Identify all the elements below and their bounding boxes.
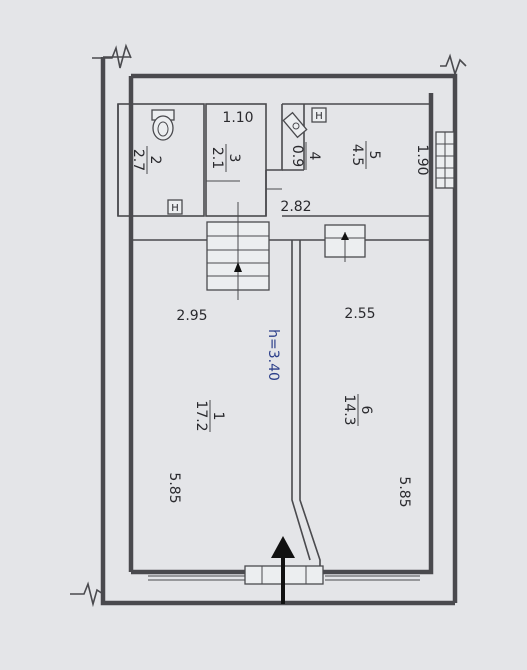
boiler-mark: H: [315, 111, 323, 122]
boiler-icon-right: H: [311, 107, 327, 123]
stairs-left: [206, 202, 270, 300]
room-label-5: 5 4.5: [349, 141, 382, 169]
room-area: 2.1: [209, 147, 225, 169]
room-label-3: 3 2.1: [209, 144, 242, 172]
stairs-side: [435, 131, 455, 189]
break-marks: [70, 43, 467, 608]
room-area: 0.9: [289, 145, 305, 167]
dim-right-hall-width: 2.55: [344, 306, 375, 322]
dim-left-hall-width: 2.95: [176, 308, 207, 324]
stairs-right: [324, 224, 366, 262]
service-room-walls: [117, 103, 432, 217]
sink-icon: [282, 111, 308, 139]
room-label-1: 1 17.2: [193, 400, 226, 432]
toilet-icon: [151, 109, 175, 141]
room-area: 17.2: [193, 400, 209, 431]
ceiling-height: h=3.40: [265, 329, 281, 381]
dim-wc-width: 1.10: [222, 110, 253, 126]
boiler-mark: H: [171, 203, 179, 214]
dim-right-hall-depth: 5.85: [396, 476, 412, 507]
room-number: 1: [210, 412, 226, 421]
room-label-4: 4 0.9: [289, 142, 322, 170]
room-number: 6: [358, 406, 374, 415]
dim-left-hall-depth: 5.85: [166, 472, 182, 503]
room-number: 3: [226, 154, 242, 163]
room-number: 4: [306, 152, 322, 161]
room-label-6: 6 14.3: [341, 394, 374, 426]
entrance-arrow: [271, 536, 295, 604]
boiler-icon-left: H: [167, 199, 183, 215]
room-number: 2: [147, 156, 163, 165]
room-area: 2.7: [130, 149, 146, 171]
dim-room5-depth: 1.90: [414, 144, 430, 175]
room-area: 4.5: [349, 144, 365, 166]
dim-small-rooms-width: 2.82: [280, 199, 311, 215]
room-label-2: 2 2.7: [130, 146, 163, 174]
room-number: 5: [366, 151, 382, 160]
windows: [148, 575, 420, 581]
room-area: 14.3: [341, 394, 357, 425]
